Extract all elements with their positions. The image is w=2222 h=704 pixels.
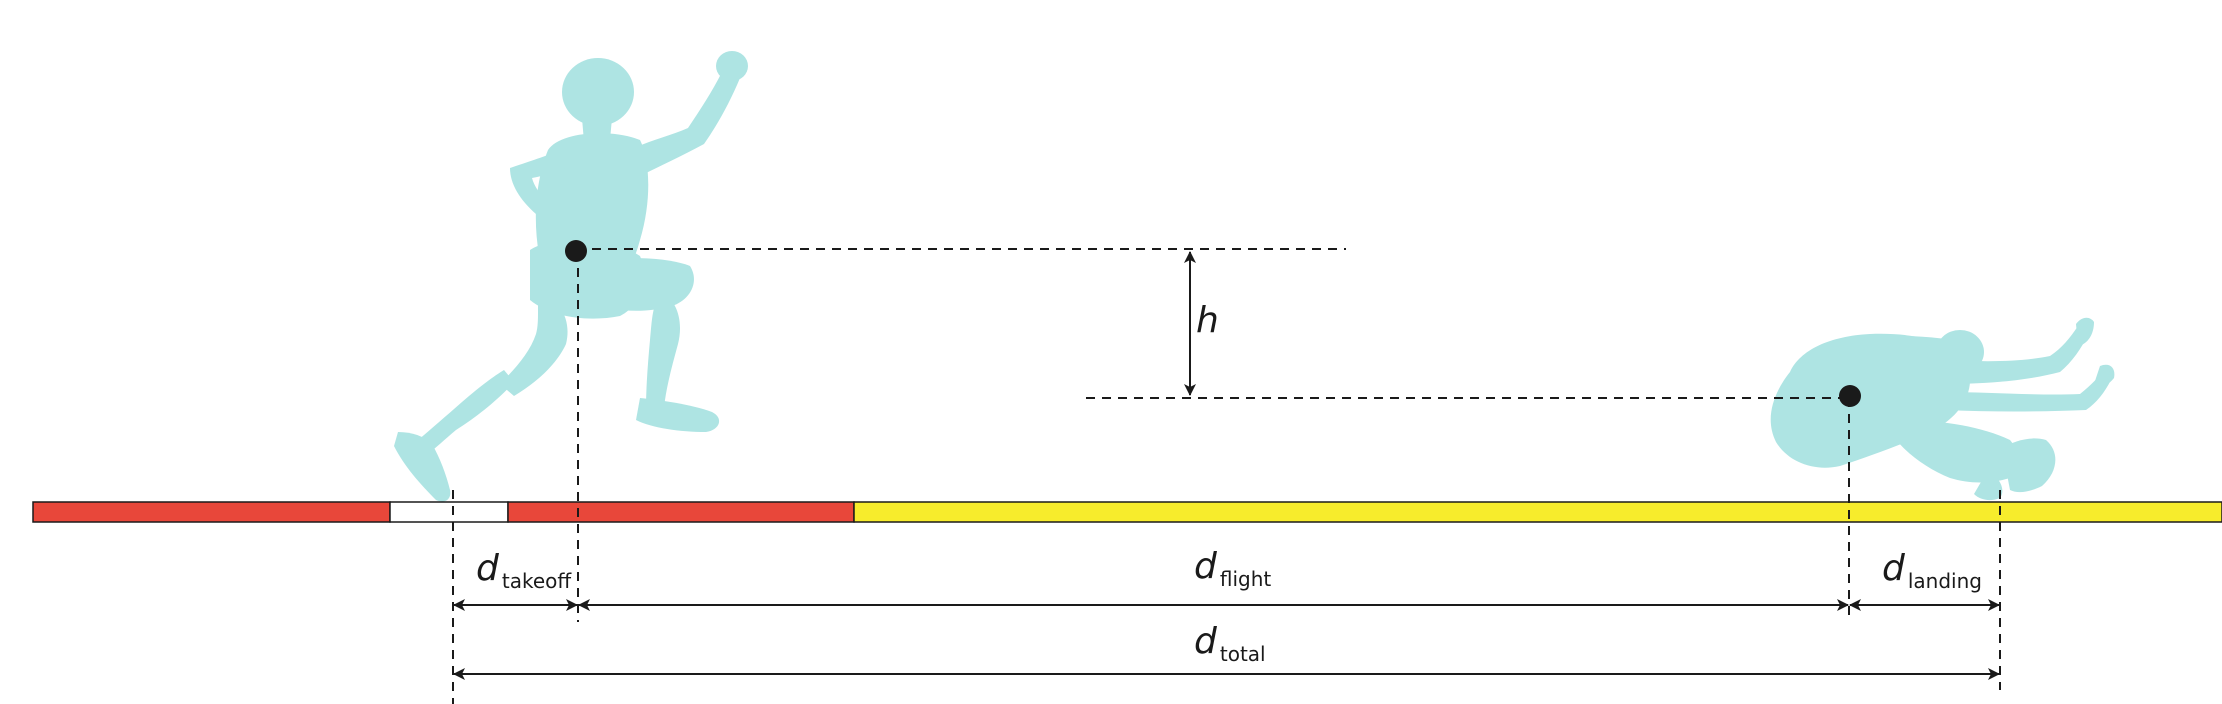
runway-red-segment-2	[507, 501, 855, 523]
dashed-guides	[452, 248, 2001, 704]
center-of-mass-dot-icon	[565, 240, 587, 262]
center-of-mass-dot-icon	[1839, 385, 1861, 407]
jumper-landing-silhouette	[1770, 317, 2115, 501]
label-d-flight-main: d	[1194, 546, 1218, 587]
label-d-landing-sub: landing	[1908, 569, 1982, 593]
jumper-takeoff-silhouette	[394, 51, 748, 502]
label-d-takeoff-sub: takeoff	[502, 569, 573, 593]
label-d-total-main: d	[1194, 621, 1218, 662]
sand-pit	[853, 501, 2222, 523]
label-d-takeoff-main: d	[476, 548, 500, 589]
label-h: h	[1196, 300, 1219, 341]
label-d-flight-sub: flight	[1220, 567, 1272, 591]
distance-arrows	[453, 599, 2000, 680]
label-d-total-sub: total	[1220, 642, 1266, 666]
takeoff-board	[389, 501, 509, 523]
runway-red-segment	[32, 501, 391, 523]
label-d-landing-main: d	[1882, 548, 1906, 589]
runway-track	[32, 501, 2222, 523]
